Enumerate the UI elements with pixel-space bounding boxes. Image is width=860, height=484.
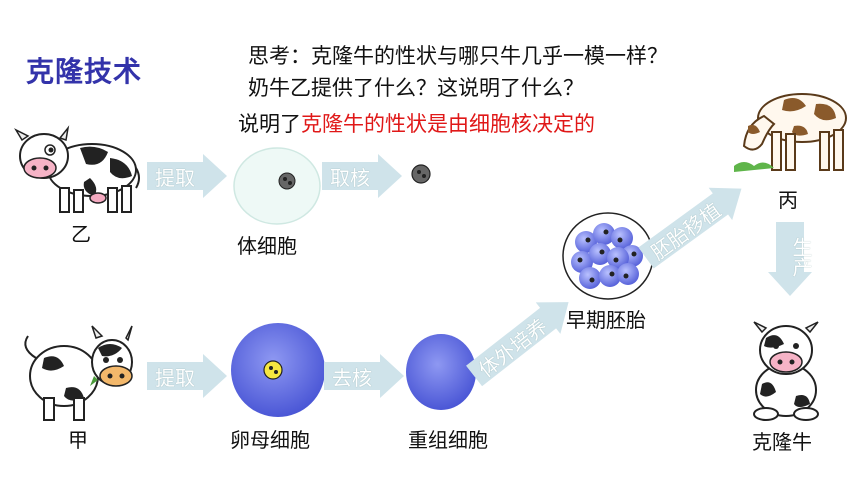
- arrow-embryo-transfer: 胚胎移植: [634, 172, 753, 274]
- early-embryo-label: 早期胚胎: [566, 308, 646, 332]
- cow-jia-illustration: [14, 318, 134, 432]
- clone-cow-illustration: [736, 314, 836, 428]
- arrow-extract-bottom-label: 提取: [155, 365, 195, 390]
- clone-cow-label: 克隆牛: [752, 430, 812, 454]
- egg-cell: [228, 320, 328, 424]
- cow-bing-illustration: [724, 80, 854, 184]
- arrow-take-nucleus: 取核: [322, 154, 402, 198]
- cow-yi-label: 乙: [71, 222, 91, 246]
- page-title: 克隆技术: [26, 55, 143, 88]
- arrow-remove-nucleus: 去核: [324, 354, 404, 398]
- arrow-extract-top: 提取: [147, 154, 227, 198]
- arrow-extract-top-label: 提取: [155, 165, 195, 190]
- early-embryo: [560, 210, 656, 306]
- body-cell: [232, 146, 322, 230]
- body-cell-label: 体细胞: [237, 234, 297, 258]
- cow-jia-label: 甲: [68, 428, 88, 452]
- arrow-extract-bottom: 提取: [147, 354, 227, 398]
- cow-bing-label: 丙: [778, 188, 798, 212]
- answer-prefix: 说明了: [238, 112, 301, 136]
- arrow-produce: 生产: [768, 222, 813, 300]
- extracted-nucleus: [410, 163, 432, 189]
- answer-text: 说明了克隆牛的性状是由细胞核决定的: [238, 108, 595, 138]
- arrow-in-vitro-culture: 体外培养: [462, 286, 581, 391]
- cow-yi-illustration: [10, 118, 140, 222]
- recombined-cell: [404, 332, 478, 416]
- egg-cell-label: 卵母细胞: [230, 428, 310, 452]
- recombined-cell-label: 重组细胞: [408, 428, 488, 452]
- question-line-2: 奶牛乙提供了什么？这说明了什么？: [248, 76, 584, 100]
- answer-highlight: 克隆牛的性状是由细胞核决定的: [301, 112, 595, 136]
- arrow-take-nucleus-label: 取核: [330, 165, 370, 190]
- question-line-1: 思考：克隆牛的性状与哪只牛几乎一模一样？: [248, 44, 668, 68]
- arrow-produce-label: 生产: [789, 237, 813, 277]
- arrow-remove-nucleus-label: 去核: [332, 365, 372, 390]
